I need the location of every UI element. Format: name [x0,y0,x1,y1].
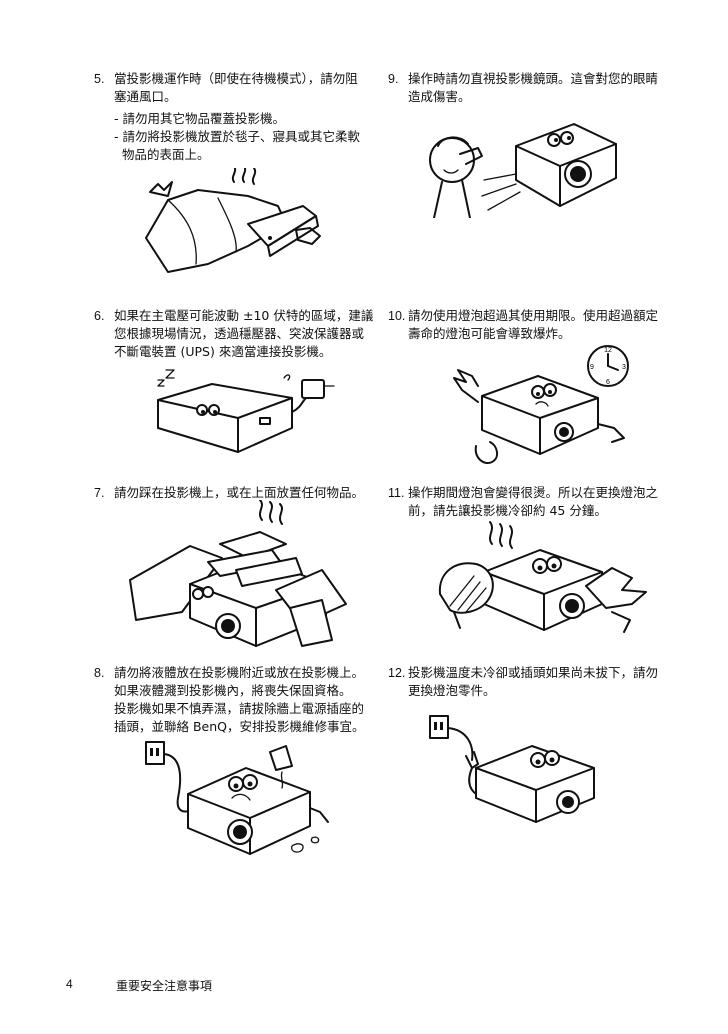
item-text: 如果在主電壓可能波動 ±10 伏特的區域，建議 您根據現場情況，透過穩壓器、突波… [114,308,374,359]
item-number: 5. [94,72,105,86]
item-number: 11. [388,486,405,500]
unplug-illustration [429,715,595,823]
section-title: 重要安全注意事項 [116,979,213,993]
voltage-projector-illustration [157,369,335,453]
clock-number: 9 [590,364,594,371]
safety-item-7: 7. 請勿踩在投影機上，或在上面放置任何物品。 [94,484,374,502]
item-number: 10. [388,309,406,323]
hot-lamp-illustration [438,521,647,633]
bullet-item: 物品的表面上。 [114,147,210,162]
clock-number: 12 [604,347,612,354]
safety-item-10: 10. 請勿使用燈泡超過其使用期限。使用超過額定 壽命的燈泡可能會導致爆炸。 [388,307,668,343]
lamp-life-illustration: 12 3 6 9 [453,345,629,464]
item-text: 請勿使用燈泡超過其使用期限。使用超過額定 壽命的燈泡可能會導致爆炸。 [408,308,659,341]
liquid-warning-illustration [145,741,329,855]
bullet-item: - 請勿用其它物品覆蓋投影機。 [114,111,285,126]
item-text: 投影機溫度未冷卻或插頭如果尚未拔下，請勿 更換燈泡零件。 [408,665,659,698]
item-text: 當投影機運作時（即使在待機模式），請勿阻 塞通風口。 - 請勿用其它物品覆蓋投影… [114,71,360,164]
item-number: 8. [94,666,105,680]
safety-item-11: 11. 操作期間燈泡會變得很燙。所以在更換燈泡之 前，請先讓投影機冷卻約 45 … [388,484,668,520]
clock-number: 6 [606,379,610,386]
item-number: 12. [388,666,406,680]
safety-item-9: 9. 操作時請勿直視投影機鏡頭。這會對您的眼睛 造成傷害。 [388,70,668,106]
item-number: 7. [94,486,105,500]
item-text: 操作時請勿直視投影機鏡頭。這會對您的眼睛 造成傷害。 [408,71,659,104]
safety-item-6: 6. 如果在主電壓可能波動 ±10 伏特的區域，建議 您根據現場情況，透過穩壓器… [94,307,374,361]
stacked-objects-illustration [129,500,347,647]
item-text: 請勿踩在投影機上，或在上面放置任何物品。 [114,485,365,500]
covered-projector-illustration [145,168,321,273]
item-text: 操作期間燈泡會變得很燙。所以在更換燈泡之 前，請先讓投影機冷卻約 45 分鐘。 [408,485,659,518]
bullet-list: - 請勿用其它物品覆蓋投影機。 - 請勿將投影機放置於毯子、寢具或其它柔軟 物品… [114,110,360,164]
safety-item-5: 5. 當投影機運作時（即使在待機模式），請勿阻 塞通風口。 - 請勿用其它物品覆… [94,70,374,164]
item-text: 請勿將液體放在投影機附近或放在投影機上。 如果液體濺到投影機內，將喪失保固資格。… [114,665,365,734]
bullet-item: - 請勿將投影機放置於毯子、寢具或其它柔軟 [114,129,360,144]
eye-warning-illustration [429,123,617,218]
safety-item-12: 12. 投影機溫度未冷卻或插頭如果尚未拔下，請勿 更換燈泡零件。 [388,664,668,700]
item-number: 9. [388,72,399,86]
item-number: 6. [94,309,105,323]
safety-item-8: 8. 請勿將液體放在投影機附近或放在投影機上。 如果液體濺到投影機內，將喪失保固… [94,664,374,736]
page-number: 4 [66,977,73,991]
clock-number: 3 [622,364,626,371]
